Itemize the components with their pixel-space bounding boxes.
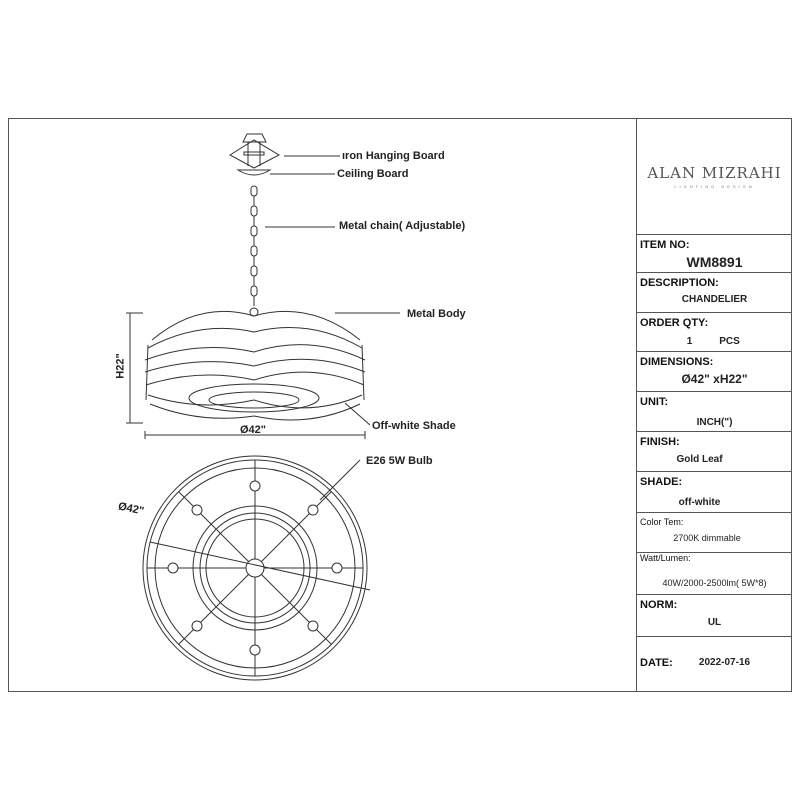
brand-tagline: LIGHTING DESIGN [674,183,755,189]
drawing-frame [8,118,792,692]
chain [250,185,258,306]
title-block: ALAN MIZRAHI LIGHTING DESIGN ITEM NO: WM8… [636,118,792,692]
dimension-lines [126,312,366,439]
value: UL [707,617,722,628]
label-metal-body: Metal Body [407,308,466,320]
hanging-board [229,133,281,169]
label-shade: Off-white Shade [372,420,456,432]
bulb-socket [167,562,179,574]
key: DATE: [640,657,673,669]
value: off-white [678,497,721,508]
row-unit: UNIT: INCH(") [637,391,792,431]
row-item-no: ITEM NO: WM8891 [637,234,792,272]
key: UNIT: [640,396,669,408]
value: Ø42" xH22" [681,372,748,386]
label-ceiling-board: Ceiling Board [337,168,409,180]
label-chain: Metal chain( Adjustable) [339,220,466,232]
row-shade: SHADE: off-white [637,471,792,512]
label-width: Ø42" [240,424,267,436]
row-dimensions: DIMENSIONS: Ø42" xH22" [637,351,792,391]
brand-name: ALAN MIZRAHI [647,163,782,182]
label-height: H22" [114,353,127,379]
key: Watt/Lumen: [640,553,691,563]
row-norm: NORM: UL [637,594,792,636]
value: INCH(") [696,417,733,428]
metal-body [144,310,366,421]
bulb-socket [249,644,261,656]
unit: PCS [719,336,740,347]
label-bulb: E26 5W Bulb [366,455,433,467]
value: Gold Leaf [676,454,723,465]
ceiling-board [236,169,272,176]
row-qty: ORDER QTY: 1 PCS [637,312,792,351]
value: 1 [686,336,693,347]
value: 2022-07-16 [698,657,751,668]
value: 40W/2000-2500lm( 5W*8) [662,578,767,588]
row-finish: FINISH: Gold Leaf [637,431,792,471]
bottom-view [142,455,371,681]
bulb-socket [331,562,343,574]
value: 2700K dimmable [673,533,741,543]
value: WM8891 [686,254,743,270]
bulb-socket [307,620,319,632]
bulb-socket [249,480,261,492]
row-watt: Watt/Lumen: 40W/2000-2500lm( 5W*8) [637,552,792,594]
key: SHADE: [640,476,683,488]
bulb-socket [191,620,203,632]
key: DIMENSIONS: [640,356,714,368]
brand-logo: ALAN MIZRAHI LIGHTING DESIGN [637,118,792,234]
key: ORDER QTY: [640,317,709,329]
label-hanging-board: ıron Hanging Board [342,150,445,162]
chandelier-drawing [126,133,400,681]
bulb-socket [307,504,319,516]
row-date: DATE: 2022-07-16 [637,636,792,692]
key: ITEM NO: [640,239,690,251]
row-description: DESCRIPTION: CHANDELIER [637,272,792,312]
bulb-socket [191,504,203,516]
key: DESCRIPTION: [640,277,719,289]
key: Color Tem: [640,517,684,527]
value: CHANDELIER [681,294,748,305]
key: FINISH: [640,436,680,448]
row-color-temp: Color Tem: 2700K dimmable [637,512,792,552]
leader-lines [265,155,400,501]
key: NORM: [640,599,678,611]
